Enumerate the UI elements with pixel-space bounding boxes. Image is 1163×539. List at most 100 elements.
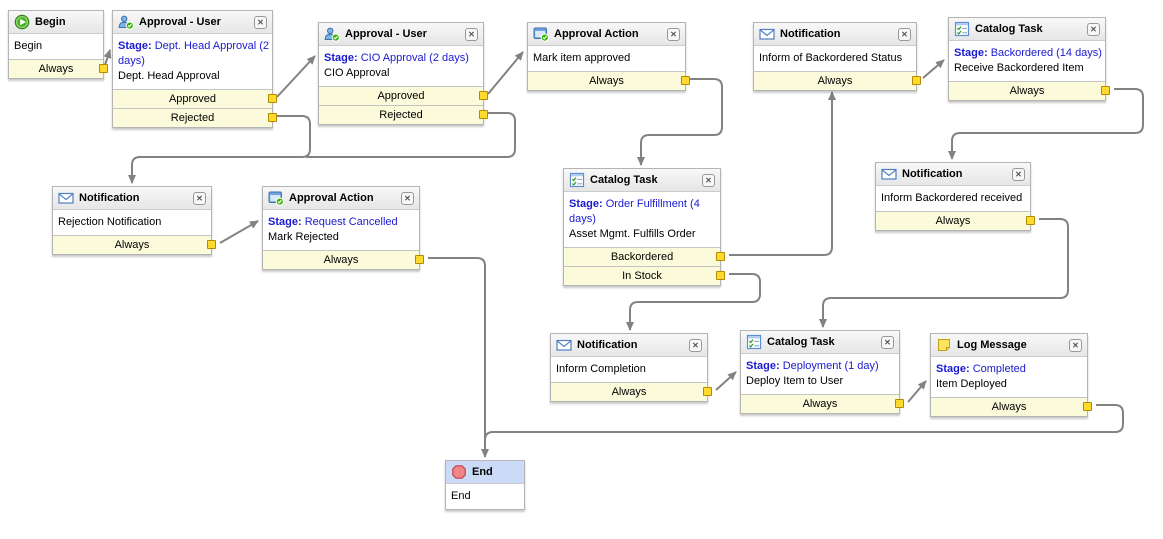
stage-text: Stage: Completed: [936, 363, 1026, 375]
node-description: Receive Backordered Item: [954, 62, 1084, 74]
output-port[interactable]: [1101, 86, 1110, 95]
node-description: Inform of Backordered Status: [759, 52, 903, 64]
output-port[interactable]: [716, 252, 725, 261]
output-rejected[interactable]: Rejected: [113, 108, 277, 127]
output-in-stock[interactable]: In Stock: [564, 266, 725, 285]
node-title: Notification: [780, 28, 841, 40]
output-always[interactable]: Always: [949, 81, 1110, 100]
close-icon[interactable]: ✕: [1012, 167, 1025, 181]
edge:begin.Always->approval-dept-head: [103, 49, 112, 66]
edge:notif-backordered-status.Always->task-backordered: [922, 59, 945, 79]
output-port[interactable]: [99, 64, 108, 73]
node-description: End: [451, 490, 471, 502]
close-icon[interactable]: ✕: [465, 27, 478, 41]
notification-icon: [881, 166, 897, 182]
close-icon[interactable]: ✕: [1069, 338, 1082, 352]
close-icon[interactable]: ✕: [881, 335, 894, 349]
output-port[interactable]: [207, 240, 216, 249]
output-port[interactable]: [681, 76, 690, 85]
output-port[interactable]: [703, 387, 712, 396]
output-approved[interactable]: Approved: [319, 86, 488, 105]
output-label: Always: [114, 239, 150, 251]
node-description: Deploy Item to User: [746, 375, 844, 387]
output-rejected[interactable]: Rejected: [319, 105, 488, 124]
close-icon[interactable]: ✕: [193, 191, 206, 205]
node-header-task-order-fulfillment[interactable]: Catalog Task ✕: [564, 169, 720, 192]
output-always[interactable]: Always: [9, 59, 108, 78]
output-approved[interactable]: Approved: [113, 89, 277, 108]
output-always[interactable]: Always: [551, 382, 712, 401]
node-header-action-mark-approved[interactable]: Approval Action✕: [528, 23, 685, 46]
output-always[interactable]: Always: [876, 211, 1035, 230]
node-approval-cio: Approval - User ✕ Stage: CIO Approval (2 d…: [318, 22, 488, 125]
output-always[interactable]: Always: [263, 250, 424, 269]
node-title: Approval - User: [345, 28, 427, 40]
stage-label: Stage:: [118, 40, 152, 52]
output-label: Always: [38, 63, 74, 75]
notification-icon: [556, 337, 572, 353]
stage-label: Stage:: [268, 216, 302, 228]
output-port[interactable]: [716, 271, 725, 280]
close-icon[interactable]: ✕: [401, 191, 414, 205]
output-port[interactable]: [415, 255, 424, 264]
node-header-notif-completion[interactable]: Notification✕: [551, 334, 707, 357]
node-body: Stage: Deployment (1 day)Deploy Item to …: [741, 354, 899, 394]
node-header-task-deployment[interactable]: Catalog Task ✕: [741, 331, 899, 354]
edge:notif-backordered-received.Always->task-deployment: [819, 218, 1069, 328]
node-header-begin[interactable]: Begin: [9, 11, 103, 34]
output-port[interactable]: [912, 76, 921, 85]
output-always[interactable]: Always: [741, 394, 904, 413]
end-icon: [451, 464, 467, 480]
output-port[interactable]: [1083, 402, 1092, 411]
node-body: Stage: Backordered (14 days)Receive Back…: [949, 41, 1105, 81]
close-icon[interactable]: ✕: [667, 27, 680, 41]
node-header-notif-backordered-status[interactable]: Notification ✕: [754, 23, 916, 46]
node-title: Catalog Task: [767, 336, 835, 348]
output-always[interactable]: Always: [528, 71, 690, 90]
node-header-end[interactable]: End: [446, 461, 524, 484]
edge:notif-rejection.Always->action-mark-rejected: [219, 220, 259, 244]
close-icon[interactable]: ✕: [702, 173, 715, 187]
output-always[interactable]: Always: [53, 235, 216, 254]
node-header-approval-cio[interactable]: Approval - User ✕: [319, 23, 483, 46]
begin-icon: [14, 14, 30, 30]
node-header-log-message[interactable]: Log Message✕: [931, 334, 1087, 357]
output-port[interactable]: [895, 399, 904, 408]
stage-label: Stage:: [569, 198, 603, 210]
node-header-action-mark-rejected[interactable]: Approval Action✕: [263, 187, 419, 210]
node-description: Dept. Head Approval: [118, 70, 220, 82]
close-icon[interactable]: ✕: [254, 15, 267, 29]
close-icon[interactable]: ✕: [898, 27, 911, 41]
node-title: Catalog Task: [590, 174, 658, 186]
output-always[interactable]: Always: [931, 397, 1092, 416]
output-port[interactable]: [479, 91, 488, 100]
catalog-task-icon: [746, 334, 762, 350]
node-header-notif-rejection[interactable]: Notification✕: [53, 187, 211, 210]
node-header-approval-dept-head[interactable]: Approval - User✕: [113, 11, 272, 34]
output-label: Always: [935, 215, 971, 227]
stage-text: Stage: CIO Approval (2 days): [324, 52, 469, 64]
output-port[interactable]: [1026, 216, 1035, 225]
edge:action-mark-rejected.Always->end: [428, 257, 489, 458]
edge:task-backordered.Always->notif-backordered-received: [948, 88, 1144, 160]
node-title: Notification: [902, 168, 963, 180]
close-icon[interactable]: ✕: [1087, 22, 1100, 36]
node-header-task-backordered[interactable]: Catalog Task✕: [949, 18, 1105, 41]
node-body: Inform Backordered received: [876, 186, 1030, 211]
output-always[interactable]: Always: [754, 71, 921, 90]
output-port[interactable]: [479, 110, 488, 119]
output-port[interactable]: [268, 113, 277, 122]
output-backordered[interactable]: Backordered: [564, 247, 725, 266]
output-label: Always: [323, 254, 359, 266]
output-label: Rejected: [379, 109, 423, 121]
node-description: Asset Mgmt. Fulfills Order: [569, 228, 696, 240]
node-header-notif-backordered-received[interactable]: Notification ✕: [876, 163, 1030, 186]
output-port[interactable]: [268, 94, 277, 103]
close-icon[interactable]: ✕: [689, 338, 702, 352]
output-label: In Stock: [622, 270, 662, 282]
